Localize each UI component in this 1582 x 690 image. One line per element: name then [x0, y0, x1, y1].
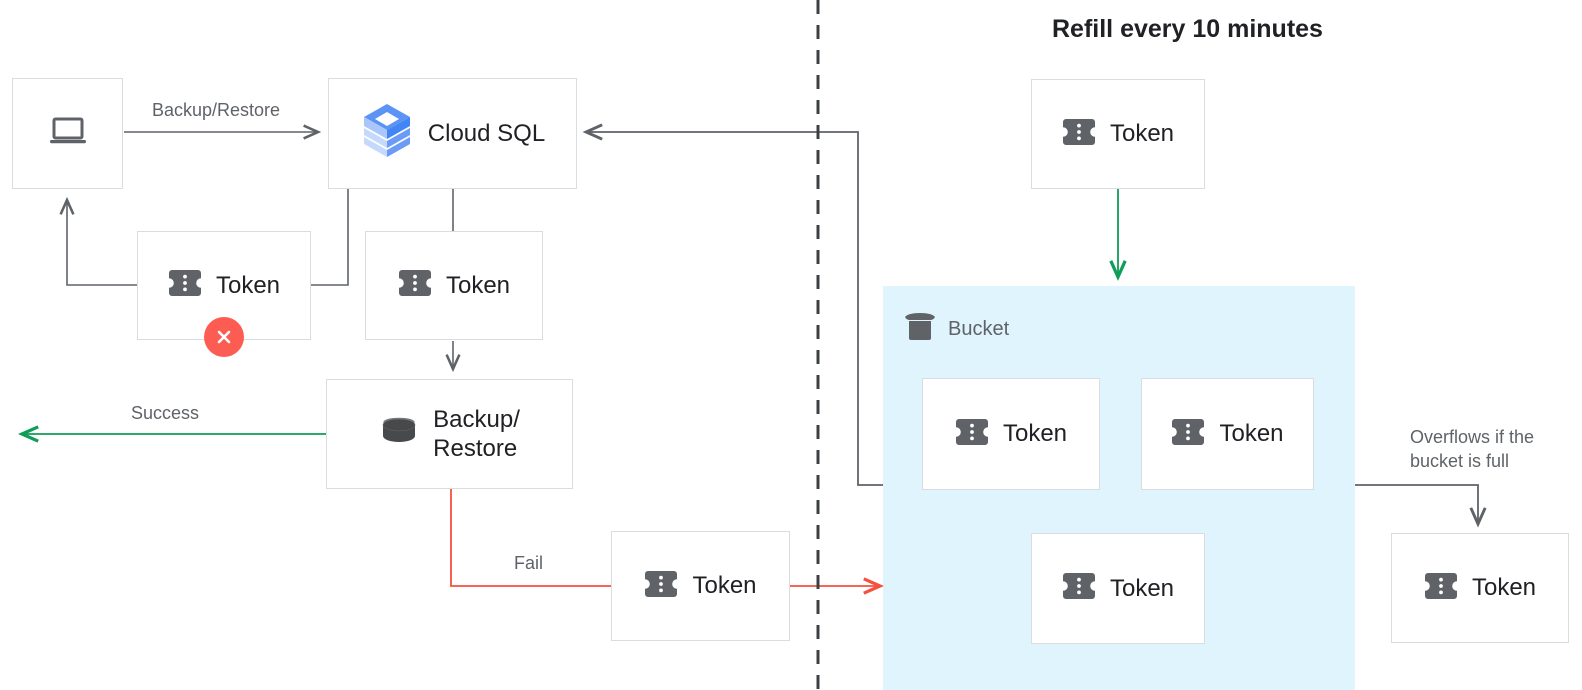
node-token-refill-label: Token: [1109, 120, 1175, 147]
token-icon: [1062, 118, 1096, 151]
token-icon: [1062, 572, 1096, 605]
edge-label-overflow: Overflows if the bucket is full: [1410, 427, 1535, 472]
token-icon: [1171, 418, 1205, 451]
bucket-tag: Bucket: [903, 311, 1009, 348]
bucket-icon: [903, 311, 937, 348]
node-backup-restore-label: Backup/ Restore: [433, 405, 520, 462]
edge-label-success: Success: [131, 403, 200, 423]
bucket-label: Bucket: [948, 318, 1010, 340]
node-client[interactable]: [12, 78, 123, 189]
node-token-bucket-1[interactable]: Token: [922, 378, 1100, 490]
token-icon: [644, 570, 678, 603]
node-token-bucket-2[interactable]: Token: [1141, 378, 1314, 490]
token-icon: [398, 269, 432, 302]
edge-bucket-to-cloudsql: [582, 123, 883, 486]
node-token-bucket-2-label: Token: [1219, 420, 1284, 447]
error-x-icon: [204, 317, 244, 357]
token-icon: [168, 269, 202, 302]
node-backup-restore[interactable]: Backup/ Restore: [326, 379, 573, 489]
page-title: Refill every 10 minutes: [1052, 15, 1323, 43]
node-token-bucket-3-label: Token: [1109, 574, 1175, 602]
token-icon: [955, 418, 989, 451]
node-token-bucket-3[interactable]: Token: [1031, 533, 1205, 644]
node-token-fail[interactable]: Token: [611, 531, 790, 641]
edge-cloudsql-to-token-client: [311, 189, 349, 286]
node-token-fail-label: Token: [692, 572, 757, 599]
edge-backup-fail: [450, 489, 611, 587]
node-cloud-sql-label: Cloud SQL: [427, 119, 546, 147]
node-token-client-label: Token: [215, 271, 281, 299]
node-cloud-sql[interactable]: Cloud SQL: [328, 78, 577, 189]
edge-label-backup-restore: Backup/Restore: [152, 100, 281, 120]
database-icon: [379, 416, 419, 453]
edge-overflow: [1355, 484, 1487, 528]
edge-token-to-client: [59, 196, 137, 286]
node-token-sql-label: Token: [445, 271, 511, 299]
node-token-bucket-1-label: Token: [1002, 420, 1068, 447]
node-token-overflow-label: Token: [1471, 574, 1537, 601]
node-token-refill[interactable]: Token: [1031, 79, 1205, 189]
cloud-sql-icon: [360, 102, 414, 165]
node-token-overflow[interactable]: Token: [1391, 533, 1569, 643]
token-icon: [1424, 572, 1458, 605]
laptop-icon: [49, 116, 87, 151]
node-token-sql[interactable]: Token: [365, 231, 543, 340]
edge-label-fail: Fail: [514, 553, 544, 573]
